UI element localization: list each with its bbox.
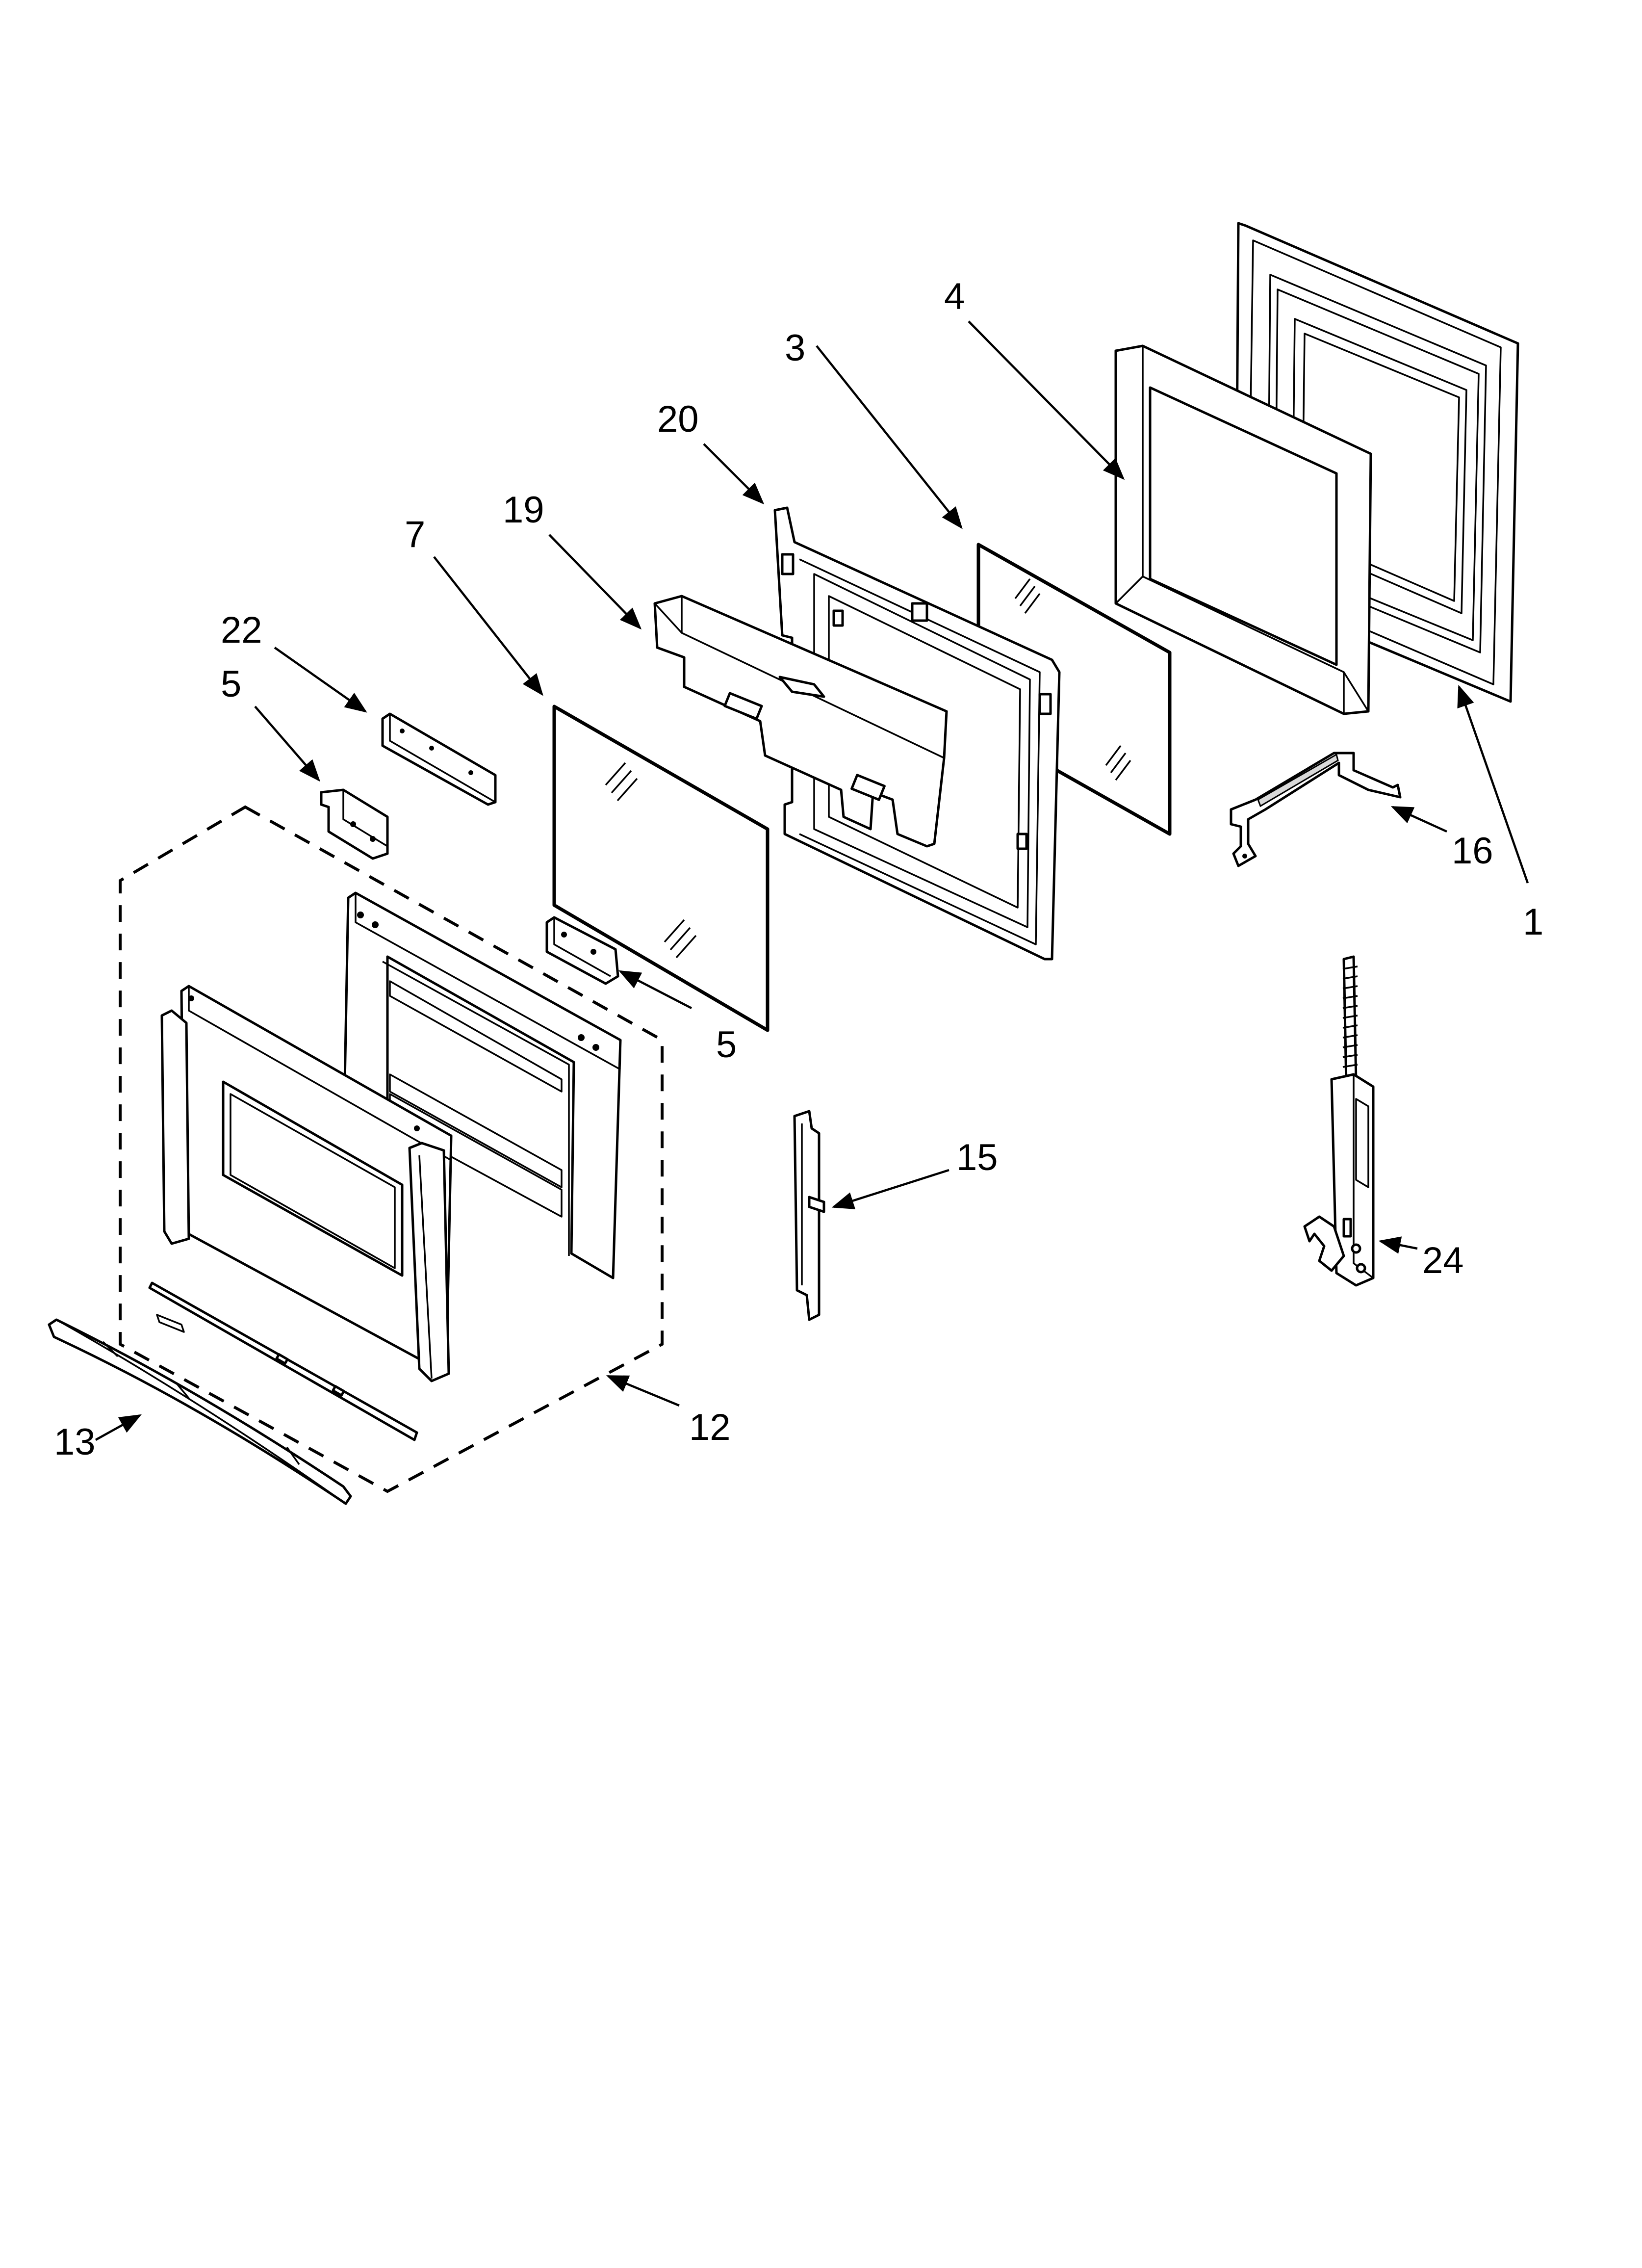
callout-5-lower: 5 <box>716 1024 737 1066</box>
callout-5-upper: 5 <box>221 663 241 705</box>
leader-16 <box>1390 806 1447 833</box>
callout-4: 4 <box>944 276 965 317</box>
leader-3 <box>816 345 963 529</box>
leader-5a <box>254 705 320 782</box>
leader-22 <box>274 647 367 713</box>
callout-13: 13 <box>54 1421 96 1463</box>
part-5-bracket-upper <box>320 788 389 860</box>
callout-16: 16 <box>1452 830 1493 872</box>
leader-20 <box>703 443 765 505</box>
leader-5b <box>618 970 693 1009</box>
part-4-frame <box>1114 344 1372 715</box>
callout-24: 24 <box>1422 1240 1464 1281</box>
leader-lines <box>95 320 1529 1441</box>
leader-4 <box>968 320 1125 480</box>
callout-7: 7 <box>405 514 425 555</box>
leader-19 <box>548 534 642 630</box>
leader-24 <box>1378 1236 1418 1254</box>
callout-19: 19 <box>503 489 544 531</box>
callout-22: 22 <box>221 609 262 651</box>
part-15-channel <box>793 1110 825 1321</box>
leader-1 <box>1457 684 1529 884</box>
callout-1: 1 <box>1523 901 1543 943</box>
part-12-outer-door-assembly <box>119 805 664 1493</box>
leader-12 <box>606 1375 680 1407</box>
leader-13 <box>95 1414 142 1441</box>
callout-15: 15 <box>956 1137 998 1178</box>
part-5-bracket-lower <box>545 916 619 985</box>
leader-15 <box>831 1169 949 1209</box>
callout-labels: 1 3 4 5 5 7 12 13 15 16 19 20 22 24 <box>54 276 1543 1463</box>
part-24-hinge <box>1303 955 1375 1287</box>
part-13-handle <box>48 1318 352 1505</box>
part-16-shield <box>1230 752 1402 867</box>
part-19-baffle <box>653 595 948 848</box>
part-22-bracket <box>381 712 497 806</box>
part-7-glass <box>552 704 770 1032</box>
callout-3: 3 <box>785 327 805 369</box>
leader-7 <box>433 556 543 696</box>
callout-12: 12 <box>689 1407 731 1448</box>
callout-20: 20 <box>657 398 699 440</box>
